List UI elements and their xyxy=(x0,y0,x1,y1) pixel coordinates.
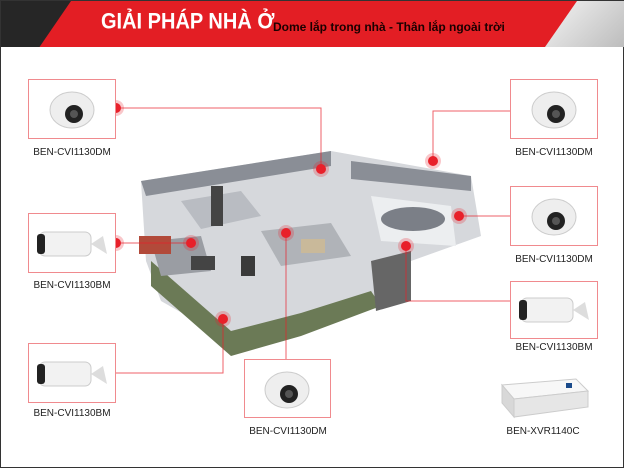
camera-model-label: BEN-CVI1130BM xyxy=(33,280,111,291)
camera-card-bottom-left xyxy=(28,343,116,403)
camera-card-bottom-right xyxy=(510,281,598,339)
camera-card-top-left xyxy=(28,79,116,139)
connector-dot xyxy=(111,103,121,113)
camera-model-label: BEN-CVI1130BM xyxy=(515,342,593,353)
header-banner: GIẢI PHÁP NHÀ Ở Dome lắp trong nhà - Thâ… xyxy=(1,1,624,47)
recorder-model-label: BEN-XVR1140C xyxy=(506,426,580,437)
page-subtitle: Dome lắp trong nhà - Thân lắp ngoài trời xyxy=(273,20,505,34)
camera-location-dot xyxy=(401,241,411,251)
connector-dot xyxy=(111,238,121,248)
camera-location-dot xyxy=(281,228,291,238)
camera-card-right xyxy=(510,186,598,246)
page-title: GIẢI PHÁP NHÀ Ở xyxy=(101,9,275,35)
dome-camera-icon xyxy=(49,91,95,129)
camera-location-dot xyxy=(428,156,438,166)
camera-model-label: BEN-CVI1130DM xyxy=(515,147,593,158)
camera-card-left xyxy=(28,213,116,273)
camera-location-dot xyxy=(186,238,196,248)
camera-location-dot xyxy=(454,211,464,221)
camera-model-label: BEN-CVI1130BM xyxy=(33,408,111,419)
camera-model-label: BEN-CVI1130DM xyxy=(249,426,327,437)
camera-card-bottom-center xyxy=(244,359,331,418)
camera-location-dot xyxy=(218,314,228,324)
dome-camera-icon xyxy=(264,371,310,409)
dome-camera-icon xyxy=(531,91,577,129)
dome-camera-icon xyxy=(531,198,577,236)
camera-model-label: BEN-CVI1130DM xyxy=(515,254,593,265)
bullet-camera-icon xyxy=(37,361,107,387)
bullet-camera-icon xyxy=(37,231,107,257)
camera-card-top-right xyxy=(510,79,598,139)
camera-location-dot xyxy=(316,164,326,174)
bullet-camera-icon xyxy=(519,297,589,323)
camera-model-label: BEN-CVI1130DM xyxy=(33,147,111,158)
recorder-icon xyxy=(500,378,590,419)
